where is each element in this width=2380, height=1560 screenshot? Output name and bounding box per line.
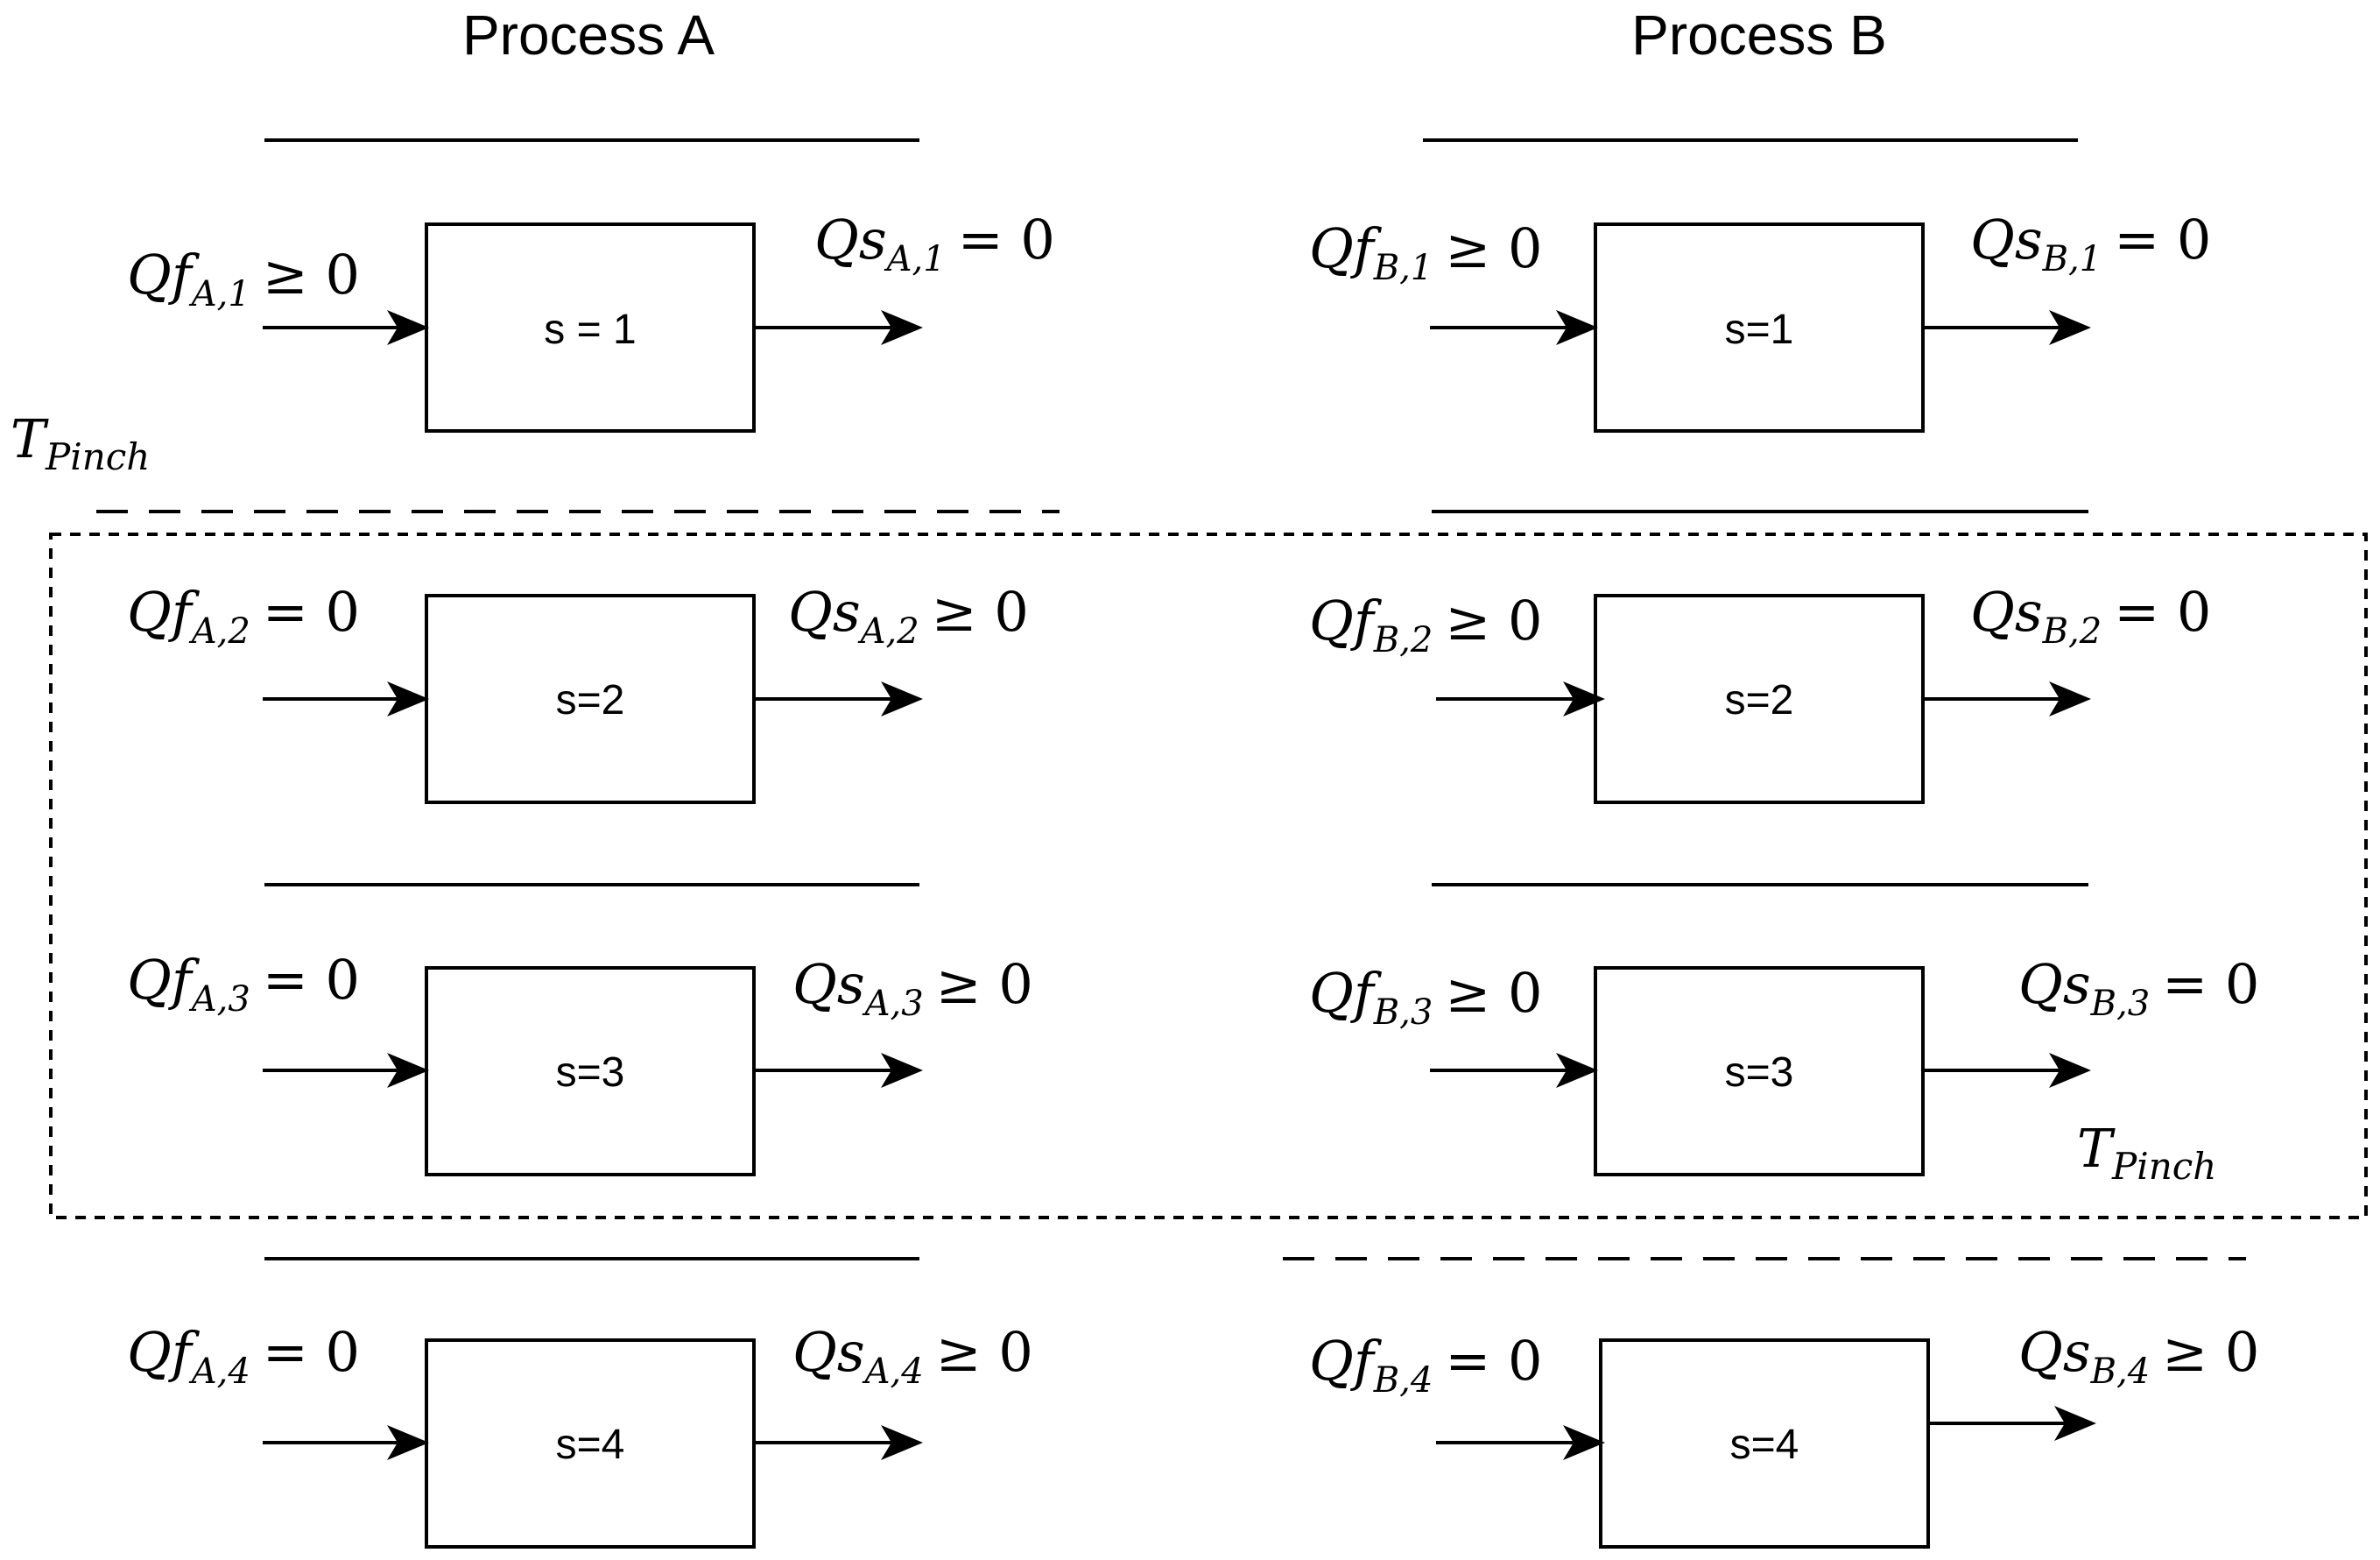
supply-equation: QsA,3≥ 0 (792, 952, 1033, 1024)
feed-equation: QfA,2= 0 (127, 580, 360, 652)
feed-equation: QfA,1≥ 0 (127, 243, 360, 314)
pinch-label-process-b: TPinch (2077, 1119, 2216, 1188)
supply-equation: QsB,1= 0 (1970, 208, 2211, 279)
process-b-title: Process B (1631, 4, 1887, 67)
stage-label: s=4 (556, 1422, 625, 1468)
supply-equation: QsB,4≥ 0 (2018, 1320, 2259, 1392)
stage-label: s=2 (556, 677, 625, 724)
stage-box (1594, 222, 1925, 433)
process-a-stage-3: s=3 QfA,3= 0 QsA,3≥ 0 (127, 948, 1033, 1176)
feed-equation: QfB,3≥ 0 (1309, 961, 1542, 1033)
stage-label: s=1 (1725, 307, 1794, 353)
process-b-stage-1: s=1 QfB,1≥ 0 QsB,1= 0 (1309, 208, 2211, 433)
supply-equation: QsB,3= 0 (2018, 952, 2259, 1024)
stage-box (425, 222, 756, 433)
supply-equation: QsA,4≥ 0 (792, 1320, 1033, 1392)
process-b-stage-3: s=3 QfB,3≥ 0 QsB,3= 0 (1309, 952, 2259, 1176)
stage-label: s = 1 (544, 307, 636, 353)
stage-box (1594, 966, 1925, 1176)
pinch-label-process-a: TPinch (11, 409, 150, 478)
process-a-stage-1: s = 1 QfA,1≥ 0 QsA,1= 0 (127, 208, 1055, 433)
supply-equation: QsB,2= 0 (1970, 580, 2211, 652)
supply-equation: QsA,1= 0 (814, 208, 1055, 279)
process-b-stage-4: s=4 QfB,4= 0 QsB,4≥ 0 (1309, 1320, 2259, 1549)
stage-label: s=3 (556, 1049, 625, 1096)
process-b-stage-2: s=2 QfB,2≥ 0 QsB,2= 0 (1309, 580, 2211, 804)
supply-equation: QsA,2≥ 0 (788, 580, 1029, 652)
stage-label: s=3 (1725, 1049, 1794, 1096)
feed-equation: QfB,2≥ 0 (1309, 589, 1542, 660)
feed-equation: QfA,4= 0 (127, 1320, 360, 1392)
stage-label: s=4 (1730, 1422, 1799, 1468)
feed-equation: QfB,1≥ 0 (1309, 216, 1542, 288)
process-a-title: Process A (462, 4, 715, 67)
process-a-stage-4: s=4 QfA,4= 0 QsA,4≥ 0 (127, 1320, 1033, 1549)
stage-box (1594, 594, 1925, 804)
feed-equation: QfA,3= 0 (127, 948, 360, 1020)
stage-label: s=2 (1725, 677, 1794, 724)
process-a-stage-2: s=2 QfA,2= 0 QsA,2≥ 0 (127, 580, 1029, 804)
stage-box (425, 1338, 756, 1549)
feed-equation: QfB,4= 0 (1309, 1329, 1542, 1401)
pinch-region-boundary (49, 533, 2368, 1219)
